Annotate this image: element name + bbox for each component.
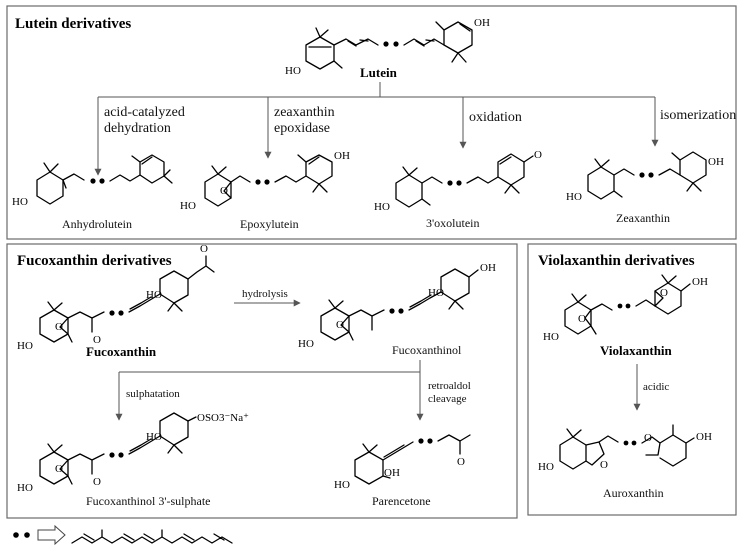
sulphate-keto-o-label: O xyxy=(93,476,101,488)
reaction-label-oxidation: oxidation xyxy=(469,110,522,125)
fucoxanthinol-branch-bus xyxy=(119,360,421,373)
fucoxanthin-keto-o-label: O xyxy=(93,334,101,346)
fucoxanthinol-oh-label: OH xyxy=(480,262,496,274)
auroxanthin-name: Auroxanthin xyxy=(603,486,664,500)
epoxylutein-oh-label: OH xyxy=(334,150,350,162)
epoxylutein-structure xyxy=(204,154,333,207)
sulphate-ho-label: HO xyxy=(17,482,33,494)
parencetone-oh-label: OH xyxy=(384,467,400,479)
reaction-label-hydrolysis: hydrolysis xyxy=(242,288,288,300)
fucoxanthinol-ho-label: HO xyxy=(298,338,314,350)
legend xyxy=(13,524,233,546)
parencetone-name: Parencetone xyxy=(372,494,431,508)
violaxanthin-name: Violaxanthin xyxy=(600,343,673,358)
sulphate-epoxide-o-label: O xyxy=(55,463,63,475)
fucoxanthinol-ho-upper-label: HO xyxy=(428,287,444,299)
fucoxanthin-structure xyxy=(39,255,215,343)
epoxylutein-o-label: O xyxy=(220,185,228,197)
oxolutein-ho-label: HO xyxy=(374,201,390,213)
reaction-label-isomerization: isomerization xyxy=(660,108,736,123)
epoxylutein-ho-label: HO xyxy=(180,200,196,212)
fucoxanthinol-sulphate-name: Fucoxanthinol 3'-sulphate xyxy=(86,494,210,508)
oxolutein-o-label: O xyxy=(534,149,542,161)
anhydrolutein-structure xyxy=(36,154,173,205)
polyene-chain-icon xyxy=(71,529,233,544)
oxolutein-name: 3'oxolutein xyxy=(426,216,480,230)
fucoxanthin-acetyl-o-label: O xyxy=(200,243,208,255)
anhydrolutein-ho-label: HO xyxy=(12,196,28,208)
parencetone-o-label: O xyxy=(457,456,465,468)
lutein-panel-title: Lutein derivatives xyxy=(15,16,131,32)
lutein-name: Lutein xyxy=(360,65,398,80)
violaxanthin-o1-label: O xyxy=(578,313,586,325)
reaction-label-dehydration-1: acid-catalyzed xyxy=(104,105,185,120)
lutein-structure xyxy=(305,21,473,70)
fucoxanthin-panel xyxy=(6,243,518,519)
fucoxanthin-panel-title: Fucoxanthin derivatives xyxy=(17,253,172,269)
violaxanthin-panel xyxy=(527,243,737,516)
auroxanthin-oh-label: OH xyxy=(696,431,712,443)
reaction-label-epoxidase-2: epoxidase xyxy=(274,121,330,136)
reaction-label-retroaldol-1: retroaldol xyxy=(428,380,471,392)
fucoxanthinol-structure xyxy=(320,268,479,341)
open-arrow-icon xyxy=(37,524,66,546)
lutein-ho-label: HO xyxy=(285,65,301,77)
auroxanthin-structure xyxy=(559,424,695,470)
lutein-oh-label: OH xyxy=(474,17,490,29)
parencetone-structure xyxy=(354,434,471,485)
oxolutein-structure xyxy=(395,153,534,208)
violaxanthin-panel-title: Violaxanthin derivatives xyxy=(538,253,695,269)
auroxanthin-ho-label: HO xyxy=(538,461,554,473)
zeaxanthin-name: Zeaxanthin xyxy=(616,211,670,225)
legend-dot-1 xyxy=(13,532,19,538)
zeaxanthin-oh-label: OH xyxy=(708,156,724,168)
reaction-label-epoxidase-1: zeaxanthin xyxy=(274,105,335,120)
violaxanthin-ho-label: HO xyxy=(543,331,559,343)
lutein-branch-bus xyxy=(98,82,655,98)
epoxylutein-name: Epoxylutein xyxy=(240,217,299,231)
fucoxanthin-epoxide-o-label: O xyxy=(55,321,63,333)
lutein-panel xyxy=(6,5,737,240)
legend-dot-2 xyxy=(24,532,30,538)
fucoxanthin-ho-upper-label: HO xyxy=(146,289,162,301)
anhydrolutein-name: Anhydrolutein xyxy=(62,217,132,231)
violaxanthin-structure xyxy=(564,274,691,335)
auroxanthin-o2-label: O xyxy=(644,432,652,444)
reaction-label-retroaldol-2: cleavage xyxy=(428,393,467,405)
fucoxanthin-name: Fucoxanthin xyxy=(86,344,157,359)
fucoxanthinol-name: Fucoxanthinol xyxy=(392,343,462,357)
auroxanthin-o1-label: O xyxy=(600,459,608,471)
reaction-label-dehydration-2: dehydration xyxy=(104,121,171,136)
reaction-label-acidic: acidic xyxy=(643,381,669,393)
reaction-label-sulphatation: sulphatation xyxy=(126,388,180,400)
fucoxanthin-ho-label: HO xyxy=(17,340,33,352)
zeaxanthin-structure xyxy=(587,151,707,200)
fucoxanthinol-o-label: O xyxy=(336,319,344,331)
sulphate-group-label: OSO3⁻Na⁺ xyxy=(197,412,249,424)
fucoxanthinol-sulphate-structure xyxy=(39,412,197,485)
sulphate-ho-upper-label: HO xyxy=(146,431,162,443)
violaxanthin-o2-label: O xyxy=(660,287,668,299)
parencetone-ho-label: HO xyxy=(334,479,350,491)
violaxanthin-oh-label: OH xyxy=(692,276,708,288)
zeaxanthin-ho-label: HO xyxy=(566,191,582,203)
